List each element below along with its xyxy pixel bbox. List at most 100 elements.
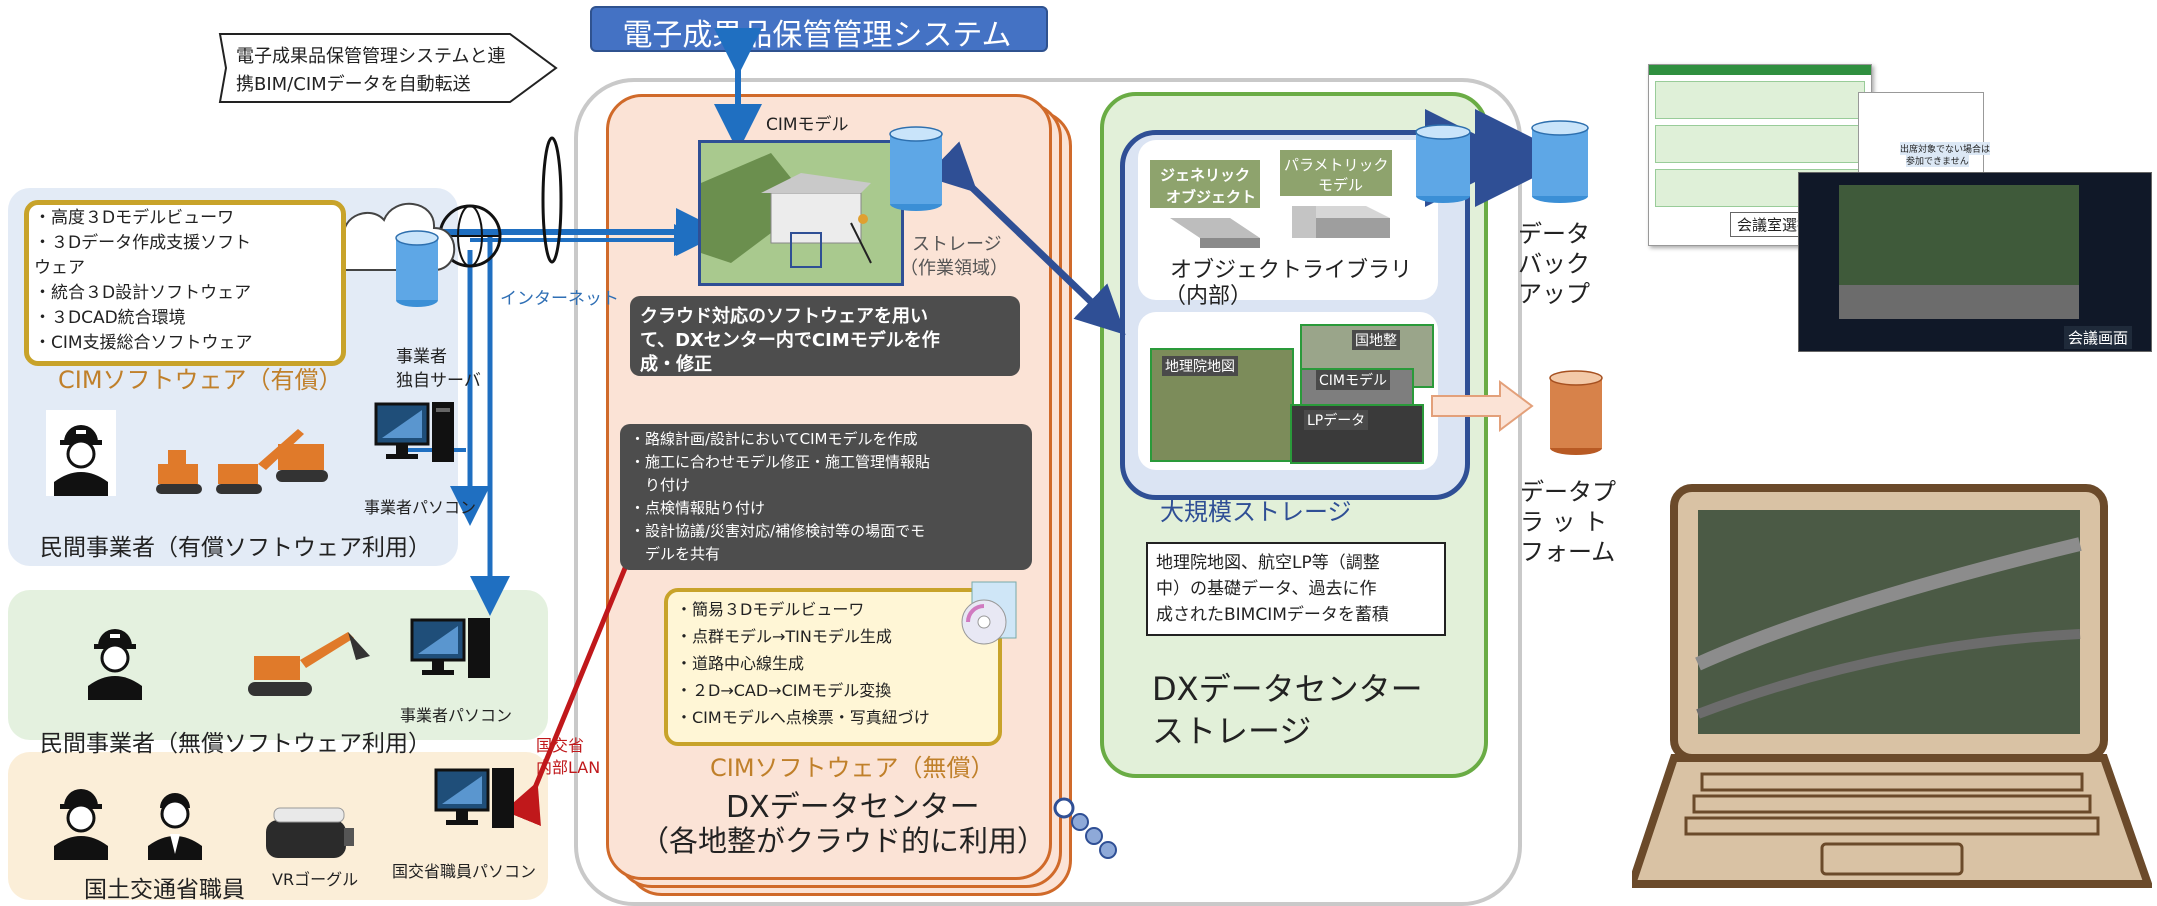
transfer-callout	[210, 28, 560, 108]
storage-note-box	[1146, 542, 1446, 636]
vr-goggle-icon	[260, 804, 360, 864]
free-software-label: CIMソフトウェア（無償）	[710, 754, 995, 782]
operator-pc-icon	[372, 398, 460, 478]
library-label-line2: （内部）	[1164, 284, 1253, 309]
mlit-pc-icon	[432, 764, 520, 844]
storage-work-line2: （作業領域）	[900, 258, 1008, 279]
excavator-icon	[148, 414, 338, 504]
operator-server-line1: 事業者	[396, 347, 447, 367]
free-item: ・点群モデル→TINモデル生成	[676, 627, 892, 646]
operator-pc-label: 事業者パソコン	[364, 498, 477, 517]
use-cases-list: ・路線計画/設計においてCIMモデルを作成 ・施工に合わせモデル修正・施工管理情…	[630, 428, 930, 566]
dx-storage-line1: DXデータセンター	[1152, 670, 1423, 708]
library-label-line1: オブジェクトライブラリ	[1170, 258, 1413, 283]
free-item: ・２D→CAD→CIMモデル変換	[676, 681, 892, 700]
dx-storage-line2: ストレージ	[1152, 712, 1312, 750]
group-mlit-label: 国土交通省職員	[84, 877, 245, 903]
cloud-software-box	[630, 296, 1020, 376]
dx-center-title: DXデータセンター	[726, 790, 980, 825]
notice-line2: 参加できません	[1906, 154, 1969, 167]
internet-label: インターネット	[500, 289, 619, 309]
paid-item: ・３DCAD統合環境	[34, 308, 186, 328]
mlit-lan-line1: 国交省	[536, 736, 585, 755]
system-title: 電子成果品保管管理システム	[622, 18, 1012, 53]
free-item: ・道路中心線生成	[676, 654, 805, 673]
meeting-screen	[1798, 172, 2152, 352]
use-case-item: デルを共有	[630, 545, 721, 563]
staff-icon	[140, 774, 210, 860]
storage-work-line1: ストレージ	[912, 234, 1002, 255]
cloud-box-line1: クラウド対応のソフトウェアを用い	[640, 306, 928, 327]
paid-item: ・統合３D設計ソフトウェア	[34, 283, 252, 303]
mini-excavator-icon	[244, 626, 374, 706]
transfer-callout-line1: 電子成果品保管管理システムと連	[236, 46, 506, 67]
use-cases-box	[620, 424, 1032, 570]
map-tag-region: 国地整	[1352, 330, 1400, 350]
parametric-model-shape	[1286, 196, 1396, 244]
worker-icon	[46, 774, 116, 860]
operator-pc2-icon	[408, 614, 496, 694]
free-software-box	[664, 588, 1002, 746]
map-tag-lp: LPデータ	[1304, 410, 1369, 430]
data-platform-line1: データプ	[1520, 478, 1616, 506]
paid-item: ウェア	[34, 258, 85, 278]
use-case-item: り付け	[630, 476, 691, 494]
worker-icon	[46, 410, 116, 496]
cim-model-image	[698, 140, 904, 286]
group-paid-label: 民間事業者（有償ソフトウェア利用）	[40, 535, 431, 561]
backup-line2: バック	[1518, 250, 1590, 278]
data-platform-line2: ラ ッ ト	[1520, 508, 1608, 536]
paid-item: ・３Dデータ作成支援ソフト	[34, 233, 252, 253]
parametric-model-line1: パラメトリック	[1284, 156, 1389, 174]
operator-server-line2: 独自サーバ	[396, 371, 481, 391]
free-item: ・簡易３Dモデルビューワ	[676, 600, 865, 619]
backup-line1: データ	[1518, 220, 1590, 248]
paid-software-box	[24, 200, 346, 366]
vr-label: VRゴーグル	[272, 870, 359, 889]
cloud-box-line2: て、DXセンター内でCIMモデルを作	[640, 330, 940, 351]
parametric-model-line2: モデル	[1318, 176, 1364, 194]
mlit-pc-label: 国交省職員パソコン	[392, 862, 537, 881]
use-case-item: ・設計協議/災害対応/補修検討等の場面でモ	[630, 522, 926, 540]
system-title-box	[590, 6, 1048, 52]
software-disc-icon	[958, 578, 1022, 652]
paid-software-list: ・高度３Dモデルビューワ ・３Dデータ作成支援ソフト ウェア ・統合３D設計ソフ…	[34, 206, 253, 356]
cloud-box-line3: 成・修正	[640, 354, 712, 375]
backup-line3: アップ	[1518, 280, 1590, 308]
notice-line1: 出席対象でない場合は	[1900, 142, 1991, 155]
storage-note-line2: 中）の基礎データ、過去に作	[1156, 579, 1377, 599]
backup-icon	[1530, 120, 1590, 204]
generic-object-line2: オブジェクト	[1166, 188, 1257, 206]
cim-model-label: CIMモデル	[766, 115, 849, 135]
use-case-item: ・施工に合わせモデル修正・施工管理情報貼	[630, 453, 931, 471]
storage-note-line1: 地理院地図、航空LP等（調整	[1156, 553, 1380, 573]
storage-note-line3: 成されたBIMCIMデータを蓄積	[1156, 605, 1389, 625]
transfer-callout-line2: 携BIM/CIMデータを自動転送	[236, 74, 471, 95]
use-case-item: ・点検情報貼り付け	[630, 499, 766, 517]
large-storage-label: 大規模ストレージ	[1160, 498, 1352, 526]
laptop-icon	[1626, 484, 2154, 894]
worker-icon	[80, 614, 150, 700]
dx-center-subtitle: （各地整がクラウド的に利用）	[640, 824, 1047, 858]
data-platform-line3: フォーム	[1520, 538, 1616, 566]
generic-object-line1: ジェネリック	[1160, 166, 1251, 184]
generic-object-shape	[1160, 208, 1270, 252]
paid-item: ・CIM支援総合ソフトウェア	[34, 333, 253, 353]
use-case-item: ・路線計画/設計においてCIMモデルを作成	[630, 430, 918, 448]
storage-library-icon	[1414, 124, 1472, 204]
generic-object-tag	[1150, 160, 1260, 208]
meeting-label: 会議画面	[2064, 326, 2133, 349]
map-tag-cim: CIMモデル	[1316, 370, 1390, 390]
group-free-label: 民間事業者（無償ソフトウェア利用）	[40, 731, 431, 757]
free-software-list: ・簡易３Dモデルビューワ ・点群モデル→TINモデル生成 ・道路中心線生成 ・２…	[676, 596, 930, 731]
map-tag-gsi: 地理院地図	[1162, 356, 1238, 376]
storage-work-icon	[888, 126, 944, 212]
free-item: ・CIMモデルへ点検票・写真紐づけ	[676, 708, 930, 727]
operator-pc2-label: 事業者パソコン	[400, 706, 513, 725]
data-platform-icon	[1548, 370, 1604, 456]
paid-item: ・高度３Dモデルビューワ	[34, 208, 235, 228]
paid-software-label: CIMソフトウェア（有償）	[58, 366, 343, 394]
parametric-model-tag	[1280, 150, 1392, 196]
operator-server-icon	[394, 230, 440, 308]
mlit-lan-line2: 内部LAN	[536, 758, 601, 777]
